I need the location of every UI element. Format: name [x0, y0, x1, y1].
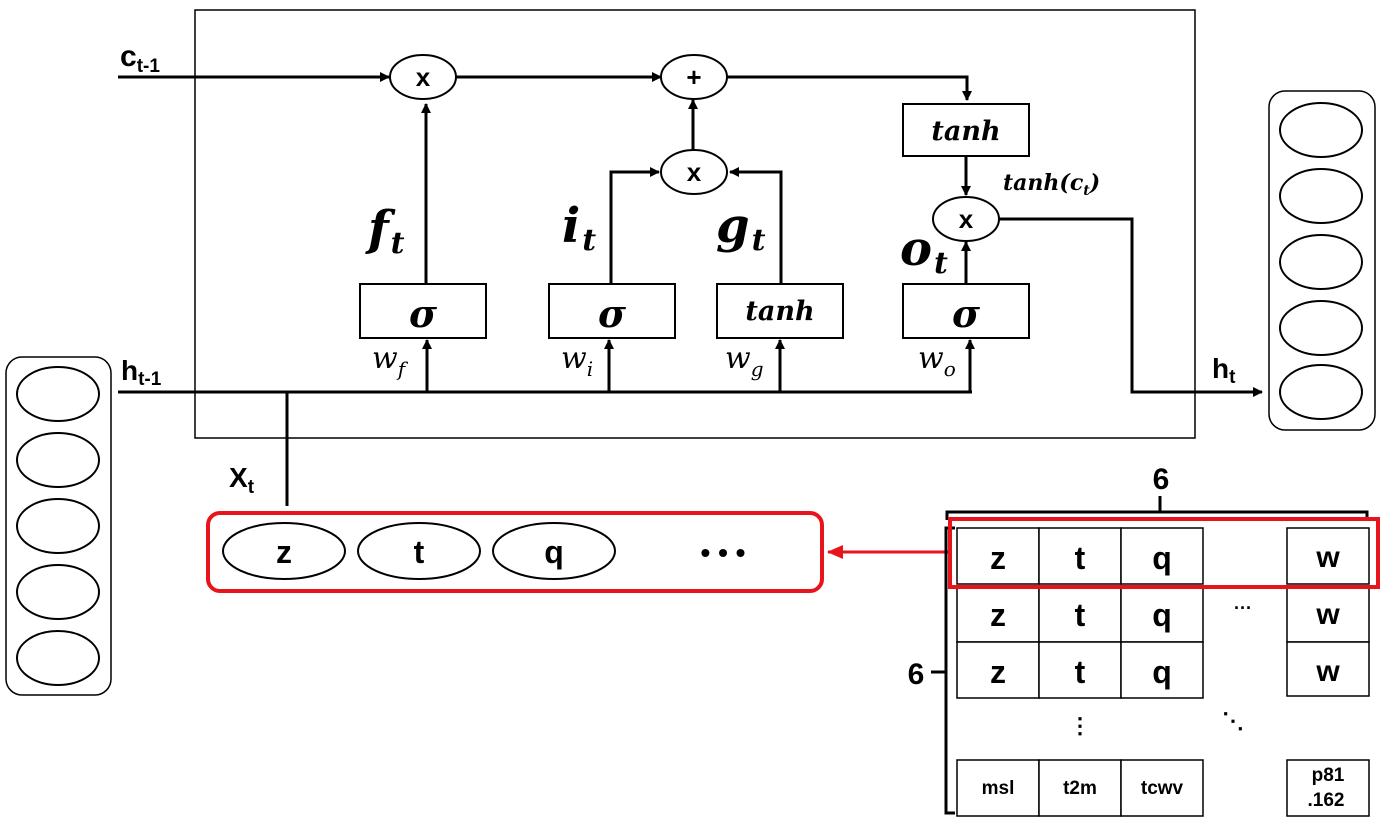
h-prev-label: ht-1 [121, 355, 162, 390]
svg-text:w: w [1315, 655, 1340, 688]
gt-label: gt [716, 198, 766, 258]
input-neuron-column [5, 356, 112, 696]
forget-gate-box: σ [359, 283, 487, 339]
grid-top-bracket [945, 496, 1369, 520]
it-arrow [609, 167, 660, 284]
svg-text:tcwv: tcwv [1141, 778, 1184, 799]
svg-text:z: z [990, 654, 1006, 690]
grid-width-label: 6 [1153, 463, 1170, 496]
grid-v-dots: ⋮ [1069, 713, 1091, 738]
grid-d-dots: ⋱ [1222, 708, 1244, 733]
svg-text:w: w [1315, 541, 1340, 574]
svg-text:z: z [990, 540, 1006, 576]
grid-row-highlight [948, 517, 1380, 589]
lstm-cell-frame [194, 9, 1196, 439]
svg-text:x: x [416, 62, 431, 92]
grid-h-dots: ··· [1234, 598, 1252, 618]
svg-text:q: q [1152, 654, 1172, 690]
grid-row-3: z t q w [956, 641, 1370, 699]
input-vector-item-q: q [492, 522, 616, 580]
svg-text:x: x [687, 157, 702, 187]
cell-tanh-box: tanh [902, 103, 1030, 157]
output-multiply-node: x [932, 196, 1000, 242]
svg-text:w: w [1315, 598, 1340, 631]
input-multiply-node: x [660, 149, 728, 195]
gt-arrow [729, 167, 783, 284]
input-gate-box: σ [548, 283, 676, 339]
tanh-ct-label: tanh(ct) [1003, 170, 1100, 199]
grid-row-2: z t q w [956, 585, 1370, 643]
output-neuron-column [1268, 90, 1376, 431]
c-prev-label: ct-1 [120, 40, 160, 77]
output-gate-box: σ [902, 283, 1030, 339]
svg-text:t: t [1075, 654, 1086, 690]
svg-text:tanh: tanh [745, 296, 814, 327]
candidate-gate-box: tanh [716, 283, 844, 339]
wi-label: wi [561, 341, 593, 381]
cell-state-to-tanh [727, 75, 972, 101]
input-vector-ellipsis: • • • [701, 537, 746, 568]
forget-multiply-node: x [389, 54, 457, 100]
svg-text:σ: σ [952, 291, 981, 336]
wg-label: wg [725, 341, 764, 381]
h-out-label: ht [1212, 353, 1236, 388]
add-node: + [660, 54, 728, 100]
svg-text:q: q [1152, 540, 1172, 576]
svg-text:+: + [686, 62, 701, 92]
svg-text:q: q [1152, 597, 1172, 633]
svg-text:p81: p81 [1312, 765, 1345, 786]
ot-label: ot [900, 221, 948, 281]
it-label: it [562, 198, 596, 258]
svg-text:σ: σ [598, 291, 627, 336]
grid-height-label: 6 [908, 658, 925, 691]
svg-text:.162: .162 [1308, 790, 1345, 811]
svg-text:z: z [276, 534, 292, 570]
wo-label: wo [918, 341, 956, 381]
ft-label: ft [365, 201, 405, 261]
grid-last-row: msl t2m tcwv p81 .162 [956, 759, 1370, 817]
svg-text:t: t [1075, 540, 1086, 576]
svg-text:msl: msl [982, 778, 1015, 799]
ht-output-line [998, 217, 1263, 397]
grid-row-1: z t q w [956, 527, 1370, 585]
svg-text:σ: σ [409, 291, 438, 336]
wf-label: wf [372, 341, 409, 381]
svg-text:t: t [1075, 597, 1086, 633]
input-vector-highlight [206, 511, 824, 593]
svg-text:tanh: tanh [931, 116, 1000, 147]
input-vector-item-t: t [357, 522, 481, 580]
xt-label: Xt [229, 462, 255, 498]
svg-text:x: x [959, 204, 974, 234]
svg-text:t2m: t2m [1063, 778, 1097, 799]
svg-text:t: t [414, 534, 425, 570]
svg-text:z: z [990, 597, 1006, 633]
svg-text:q: q [544, 534, 564, 570]
input-vector-item-z: z [222, 522, 346, 580]
